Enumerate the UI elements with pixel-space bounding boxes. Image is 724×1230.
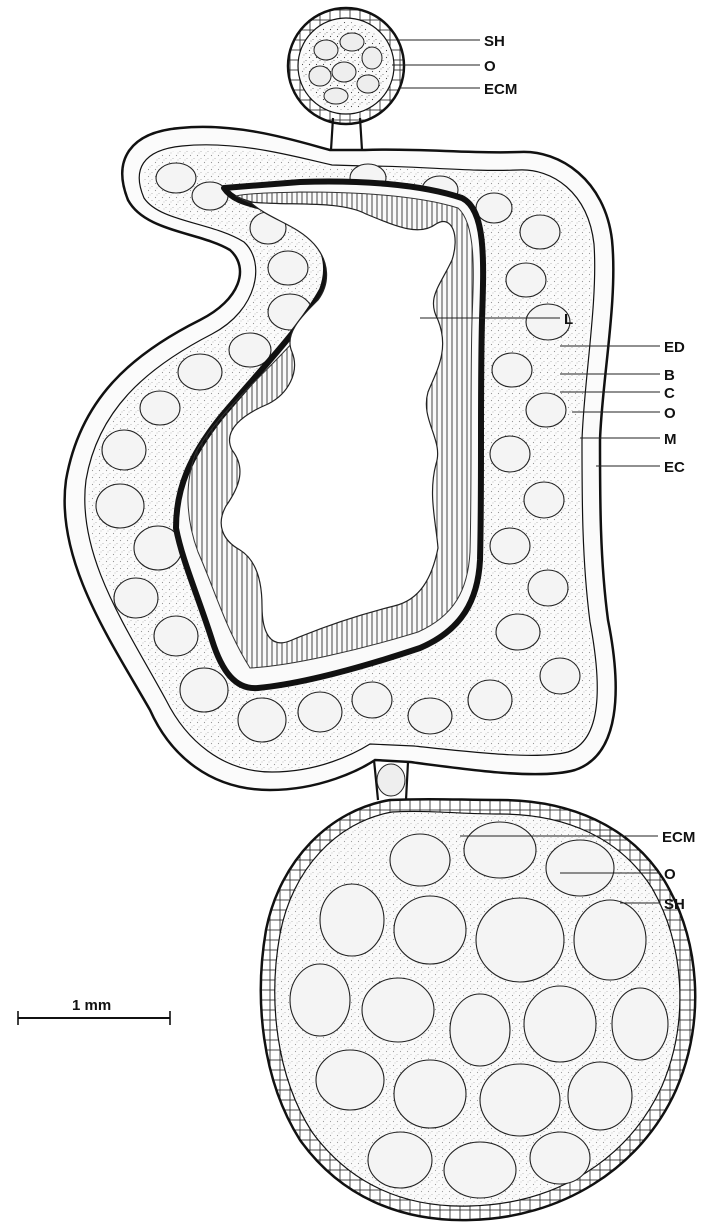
label-m: M [664,431,677,448]
label-ed: ED [664,339,685,356]
label-sh-bottom: SH [664,896,685,913]
scale-bar: 1 mm [18,997,170,1025]
label-o-mid: O [664,405,676,422]
bottom-gonad-sphere [261,799,695,1220]
label-b: B [664,367,675,384]
label-c: C [664,385,675,402]
label-o-top: O [484,58,496,75]
label-o-bottom: O [664,866,676,883]
label-ecm-bottom: ECM [662,829,695,846]
label-l: L [564,311,573,328]
label-ec: EC [664,459,685,476]
neck-tissue [377,764,405,796]
main-body-section [65,127,616,790]
label-sh-top: SH [484,33,505,50]
scale-bar-label: 1 mm [72,997,111,1014]
top-gonad-sphere [288,8,404,124]
label-ecm-top: ECM [484,81,517,98]
